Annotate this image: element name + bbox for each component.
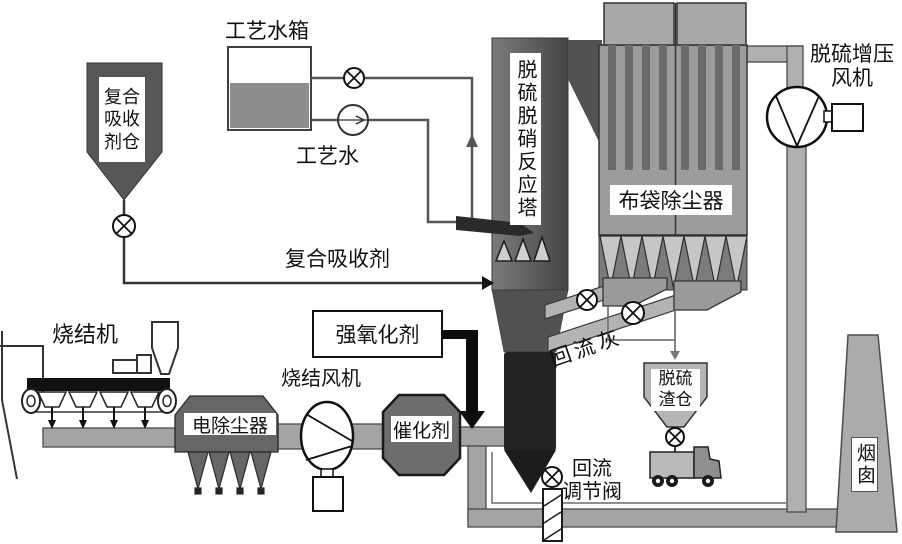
return-valve-label-line2: 调节阀 <box>562 481 622 503</box>
valve-icon <box>343 67 365 89</box>
valve-icon <box>665 427 685 447</box>
water-level <box>230 83 309 128</box>
oxidizer-arrow <box>443 330 485 429</box>
feed-arrowhead <box>482 276 494 290</box>
absorbent-feed-label: 复合吸收剂 <box>285 247 390 271</box>
wind-boxes <box>36 391 161 408</box>
valve-icon <box>621 301 645 325</box>
valve-icon <box>576 289 598 311</box>
process-water-label: 工艺水 <box>296 144 359 168</box>
return-regulating-valve <box>542 488 563 542</box>
esp-label: 电除尘器 <box>184 413 276 437</box>
slag-bin-label: 脱硫渣仓 <box>651 369 700 411</box>
sinter-to-esp-duct <box>42 427 177 448</box>
tower-bottom-cylinder <box>504 352 556 493</box>
tower-outlet-duct <box>568 40 602 148</box>
valve-icon <box>541 466 563 488</box>
oxidizer-box: 强氧化剂 <box>312 310 443 358</box>
up-arrow <box>466 134 478 147</box>
ash-trough-left <box>602 277 668 307</box>
bagfilter-outlet-pipe-vertical <box>786 45 804 91</box>
bagfilter-penthouse-right <box>676 2 747 46</box>
booster-fan-motor <box>831 103 864 132</box>
esp-hoppers <box>187 451 272 495</box>
sintering-machine <box>0 321 179 480</box>
sintering-fan-label: 烧结风机 <box>281 368 361 390</box>
sintering-fan-icon <box>299 400 355 512</box>
fan-downpipe <box>786 143 807 513</box>
bag-filter <box>598 2 748 291</box>
valve-icon <box>112 214 136 238</box>
reaction-tower-label: 脱硫脱硝反应塔 <box>510 53 541 225</box>
process-water-tank <box>227 46 312 131</box>
truck-cargo <box>649 451 695 479</box>
chimney <box>835 334 898 533</box>
truck-icon <box>649 446 722 487</box>
absorbent-bin-label: 复合吸收剂仓 <box>99 77 145 162</box>
truck-cab <box>693 446 722 479</box>
bagfilter-penthouse-left <box>603 2 675 46</box>
support-leg-diagonal <box>1 399 18 480</box>
bagfilter-hoppers <box>599 235 748 289</box>
pump-icon <box>337 104 369 136</box>
filter-bags <box>608 45 740 170</box>
ash-trough-right <box>673 280 742 311</box>
chimney-label: 烟囱 <box>851 437 878 492</box>
fan-motor <box>312 476 344 512</box>
feeder-chute <box>136 354 152 374</box>
feeder-block <box>112 359 138 374</box>
duct-inner-line <box>491 452 786 504</box>
feed-hopper <box>151 321 179 375</box>
sinter-bed <box>27 378 170 391</box>
fan-to-catalyst-duct <box>351 423 386 450</box>
spray-nozzles-icon <box>494 234 552 262</box>
windbox-down-arrows <box>48 407 149 429</box>
booster-fan-label: 脱硫增压风机 <box>810 42 894 91</box>
sintering-machine-label: 烧结机 <box>52 322 119 347</box>
water-pipe-bottom <box>311 118 460 224</box>
booster-fan-icon <box>765 85 864 149</box>
injection-lance <box>456 216 534 236</box>
process-water-tank-label: 工艺水箱 <box>225 19 309 43</box>
bag-filter-label: 布袋除尘器 <box>610 185 732 215</box>
return-valve-label-line1: 回流 <box>572 458 612 480</box>
drain-arrowhead <box>670 351 680 360</box>
catalyst-to-tower-duct <box>455 426 509 447</box>
esp-to-fan-duct <box>277 423 305 450</box>
slag-drain-lines <box>607 306 680 360</box>
catalyst-label: 催化剂 <box>391 416 452 442</box>
